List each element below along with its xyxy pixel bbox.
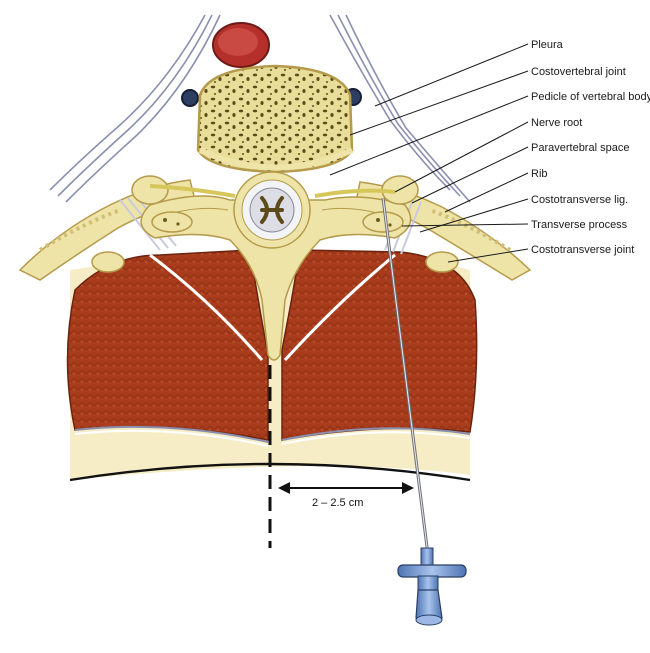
- distance-label: 2 – 2.5 cm: [312, 497, 363, 509]
- label-paravertebral-space: Paravertebral space: [531, 142, 629, 154]
- label-costotransverse-joint: Costotransverse joint: [531, 244, 634, 256]
- label-nerve-root: Nerve root: [531, 117, 582, 129]
- label-pleura: Pleura: [531, 39, 564, 51]
- label-pedicle: Pedicle of vertebral body: [531, 91, 650, 103]
- aorta: [213, 23, 269, 67]
- anatomy-labels: Pleura Costovertebral joint Pedicle of v…: [531, 39, 650, 256]
- label-costotransverse-lig: Costotransverse lig.: [531, 194, 628, 206]
- label-costovertebral-joint: Costovertebral joint: [531, 66, 626, 78]
- distance-arrow: [278, 482, 414, 494]
- label-rib: Rib: [531, 168, 548, 180]
- vessel-left: [182, 90, 198, 106]
- label-transverse-process: Transverse process: [531, 219, 628, 231]
- spinal-cord: [234, 172, 310, 248]
- needle-hub: [398, 548, 466, 625]
- vertebral-body: [198, 66, 352, 172]
